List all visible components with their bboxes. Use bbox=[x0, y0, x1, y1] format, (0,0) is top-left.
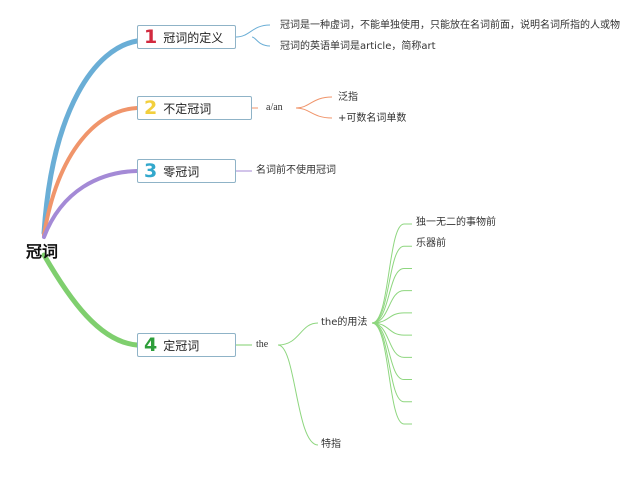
usage-item-connector bbox=[371, 267, 412, 324]
branch-3-node[interactable]: 3 零冠词 bbox=[137, 159, 236, 183]
indefinite-article-sub[interactable]: a/an bbox=[266, 102, 283, 113]
usage-item-connector bbox=[371, 322, 412, 358]
definition-note-1[interactable]: 冠词是一种虚词，不能单独使用，只能放在名词前面，说明名词所指的人或物 bbox=[280, 20, 620, 31]
usage-item-connector bbox=[371, 245, 412, 324]
branch-1-connector bbox=[41, 38, 140, 236]
branch-1-node[interactable]: 1 冠词的定义 bbox=[137, 25, 236, 49]
usage-item-connector bbox=[371, 322, 412, 425]
definite-article-sub[interactable]: the bbox=[256, 339, 269, 350]
branch-1-note-connector bbox=[235, 24, 271, 47]
branch-2-label: 不定冠词 bbox=[163, 101, 212, 116]
usage-item-connector bbox=[371, 312, 412, 324]
the-usage-node[interactable]: the的用法 bbox=[321, 317, 368, 328]
usage-item-connector bbox=[371, 290, 412, 324]
specific-reference-node[interactable]: 特指 bbox=[321, 439, 341, 450]
branch-4-connector bbox=[41, 252, 140, 348]
usage-item-2[interactable]: 乐器前 bbox=[416, 238, 446, 249]
branch-4-label: 定冠词 bbox=[163, 338, 200, 353]
branch-1-label: 冠词的定义 bbox=[163, 30, 224, 45]
root-topic[interactable]: 冠词 bbox=[26, 242, 59, 261]
definition-note-2[interactable]: 冠词的英语单词是article，简称art bbox=[280, 41, 436, 52]
branch-1-number: 1 bbox=[144, 25, 158, 48]
branch-2-number: 2 bbox=[144, 96, 158, 119]
branch-3-connector bbox=[42, 169, 139, 239]
branch-4-node[interactable]: 4 定冠词 bbox=[137, 333, 236, 357]
indefinite-child-1[interactable]: 泛指 bbox=[338, 92, 358, 103]
indefinite-child-2[interactable]: +可数名词单数 bbox=[338, 113, 407, 124]
branch-2-children-connector bbox=[295, 96, 333, 119]
usage-item-connector bbox=[371, 322, 412, 336]
branch-2-connector bbox=[42, 106, 139, 237]
branch-3-number: 3 bbox=[144, 159, 158, 182]
usage-item-1[interactable]: 独一无二的事物前 bbox=[416, 217, 496, 228]
branch-2-node[interactable]: 2 不定冠词 bbox=[137, 96, 252, 120]
zero-article-note[interactable]: 名词前不使用冠词 bbox=[256, 165, 336, 176]
branch-3-label: 零冠词 bbox=[163, 164, 200, 179]
branch-4-children-connector bbox=[277, 322, 319, 446]
branch-4-number: 4 bbox=[144, 333, 158, 356]
usage-items-connectors bbox=[371, 223, 412, 425]
usage-item-connector bbox=[371, 223, 412, 324]
